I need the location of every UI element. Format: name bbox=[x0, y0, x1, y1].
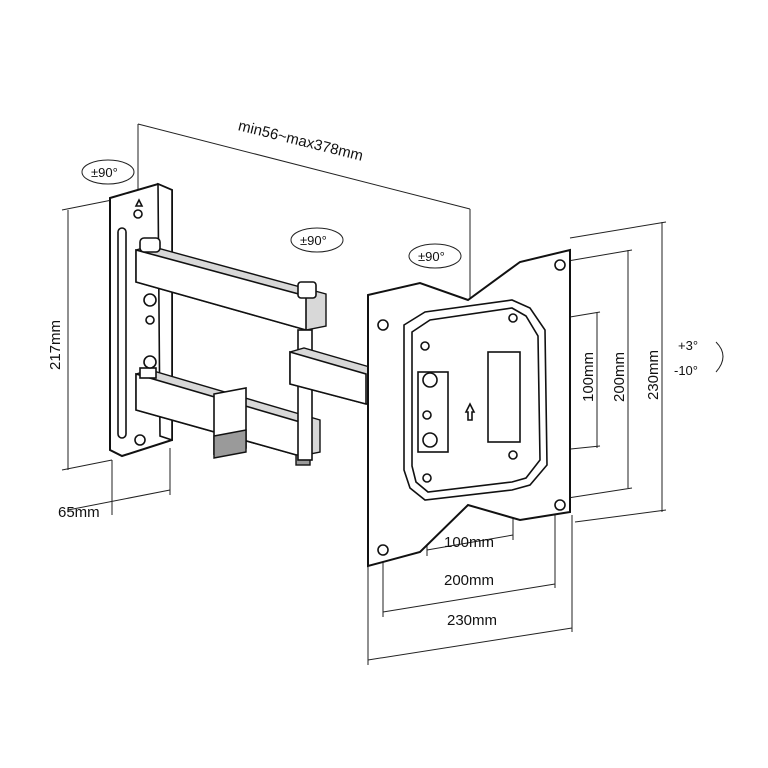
vesa-inner-vertical-label: 100mm bbox=[580, 352, 597, 402]
vesa-outer-horizontal-label: 230mm bbox=[447, 612, 497, 629]
vesa-mid-vertical-label: 200mm bbox=[611, 352, 628, 402]
wall-plate-depth-label: 65mm bbox=[58, 504, 100, 521]
wall-plate-height-label: 217mm bbox=[47, 320, 64, 370]
center-pivot bbox=[289, 329, 381, 461]
plate-swivel-label: ±90° bbox=[418, 249, 445, 264]
tilt-down-label: -10° bbox=[674, 363, 698, 378]
vesa-outer-vertical-label: 230mm bbox=[645, 350, 662, 400]
lower-arm bbox=[135, 367, 321, 466]
arm-extension-label: min56~max378mm bbox=[236, 117, 364, 164]
tilt-up-label: +3° bbox=[678, 338, 698, 353]
arm-swivel-label: ±90° bbox=[300, 233, 327, 248]
rotation-indicators: ±90° ±90° ±90° +3° -10° bbox=[81, 159, 724, 378]
arm-swivel-indicator: ±90° bbox=[290, 227, 344, 253]
upper-arm bbox=[135, 237, 327, 369]
vesa-plate bbox=[367, 248, 571, 568]
vesa-inner-horizontal-label: 100mm bbox=[444, 534, 494, 551]
tilt-indicator: +3° -10° bbox=[674, 338, 724, 378]
wall-swivel-indicator: ±90° bbox=[81, 159, 135, 185]
vesa-mid-horizontal-label: 200mm bbox=[444, 572, 494, 589]
plate-swivel-indicator: ±90° bbox=[408, 243, 462, 269]
wall-swivel-label: ±90° bbox=[91, 165, 118, 180]
